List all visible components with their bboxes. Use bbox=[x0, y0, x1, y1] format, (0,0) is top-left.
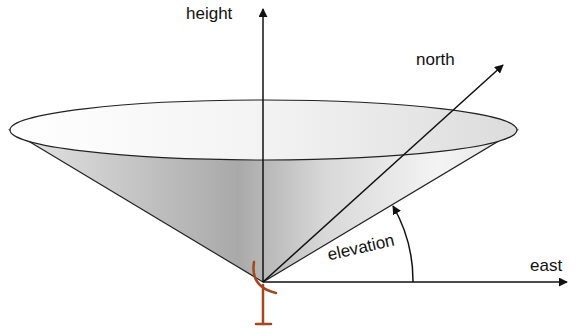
height-axis bbox=[262, 9, 264, 282]
axis-label: east bbox=[530, 256, 562, 276]
axis-label: north bbox=[416, 50, 455, 70]
axis-label: height bbox=[186, 4, 232, 24]
east-axis bbox=[263, 281, 567, 283]
elevation-arc bbox=[393, 206, 413, 282]
north-axis bbox=[263, 65, 503, 282]
antenna-symbol bbox=[253, 262, 276, 324]
